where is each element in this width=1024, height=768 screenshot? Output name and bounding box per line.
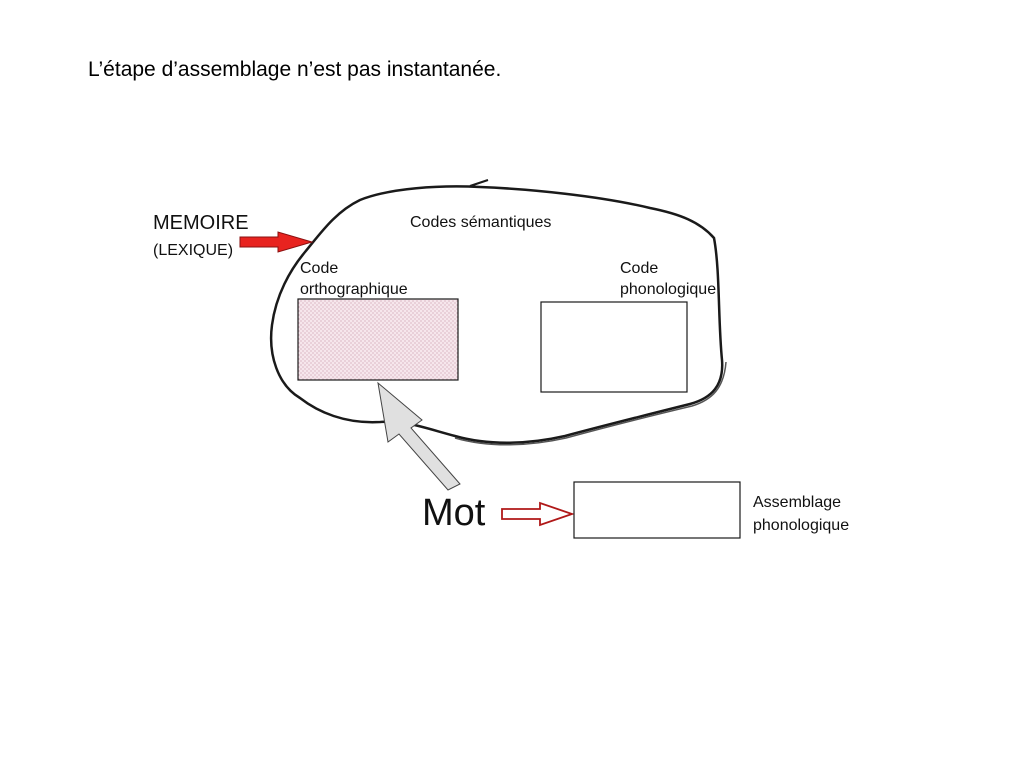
cloud-shadow [454,361,727,446]
semantic-codes-label: Codes sémantiques [410,214,551,231]
phonological-code-box [540,301,688,393]
word-label: Mot [422,492,486,534]
memory-cloud [269,179,727,446]
right-arrow-icon [501,501,575,527]
assembly-sublabel: phonologique [753,517,849,534]
cloud-outline [269,185,724,445]
orthographic-code-label: Code [300,260,338,277]
orthographic-code-box [297,298,459,381]
phonological-code-sublabel: phonologique [620,281,716,298]
assembly-box [573,481,741,539]
phonological-code-label: Code [620,260,658,277]
memory-label: MEMOIRE [153,212,249,234]
right-arrow-icon [239,231,314,253]
lexicon-label: (LEXIQUE) [153,242,233,259]
slide-title: L’étape d’assemblage n’est pas instantan… [88,58,502,81]
orthographic-code-sublabel: orthographique [300,281,408,298]
up-left-arrow-icon [377,381,461,491]
assembly-label: Assemblage [753,494,841,511]
cloud-tip [469,179,489,187]
